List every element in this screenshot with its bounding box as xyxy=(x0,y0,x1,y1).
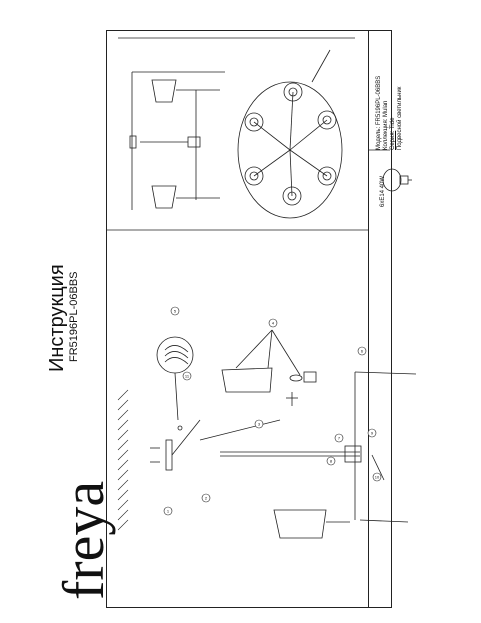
callout-5 xyxy=(170,306,180,316)
rod-assembly xyxy=(199,371,417,523)
callout-number: 10 xyxy=(375,475,380,480)
callout-number: 7 xyxy=(338,436,341,441)
mounting-plate xyxy=(150,419,201,471)
callout-number: 4 xyxy=(272,321,275,326)
top-view xyxy=(237,49,343,219)
callout-9 xyxy=(367,428,377,438)
callout-number: 3 xyxy=(258,422,261,427)
callout-markers: 1 2 3 4 5 6 7 8 9 10 11 xyxy=(163,306,382,516)
callout-11 xyxy=(182,371,192,381)
callout-6 xyxy=(357,346,367,356)
shade-assembly xyxy=(221,329,317,406)
callout-number: 5 xyxy=(174,309,177,314)
lower-shade xyxy=(273,509,350,539)
callout-number: 11 xyxy=(185,374,190,379)
callout-4 xyxy=(268,318,278,328)
callout-8 xyxy=(326,456,336,466)
callout-3 xyxy=(254,419,264,429)
callout-number: 8 xyxy=(330,459,333,464)
bulb-icon xyxy=(382,168,412,192)
callout-number: 9 xyxy=(371,431,374,436)
callout-number: 6 xyxy=(361,349,364,354)
callout-number: 1 xyxy=(167,509,170,514)
wiring-detail xyxy=(156,336,194,421)
callout-7 xyxy=(334,433,344,443)
callout-2 xyxy=(201,493,211,503)
callout-1 xyxy=(163,506,173,516)
side-view xyxy=(129,71,225,210)
callout-10 xyxy=(372,472,382,482)
callout-number: 2 xyxy=(205,496,208,501)
ceiling-hatch xyxy=(117,389,129,531)
spec-box xyxy=(368,30,392,608)
